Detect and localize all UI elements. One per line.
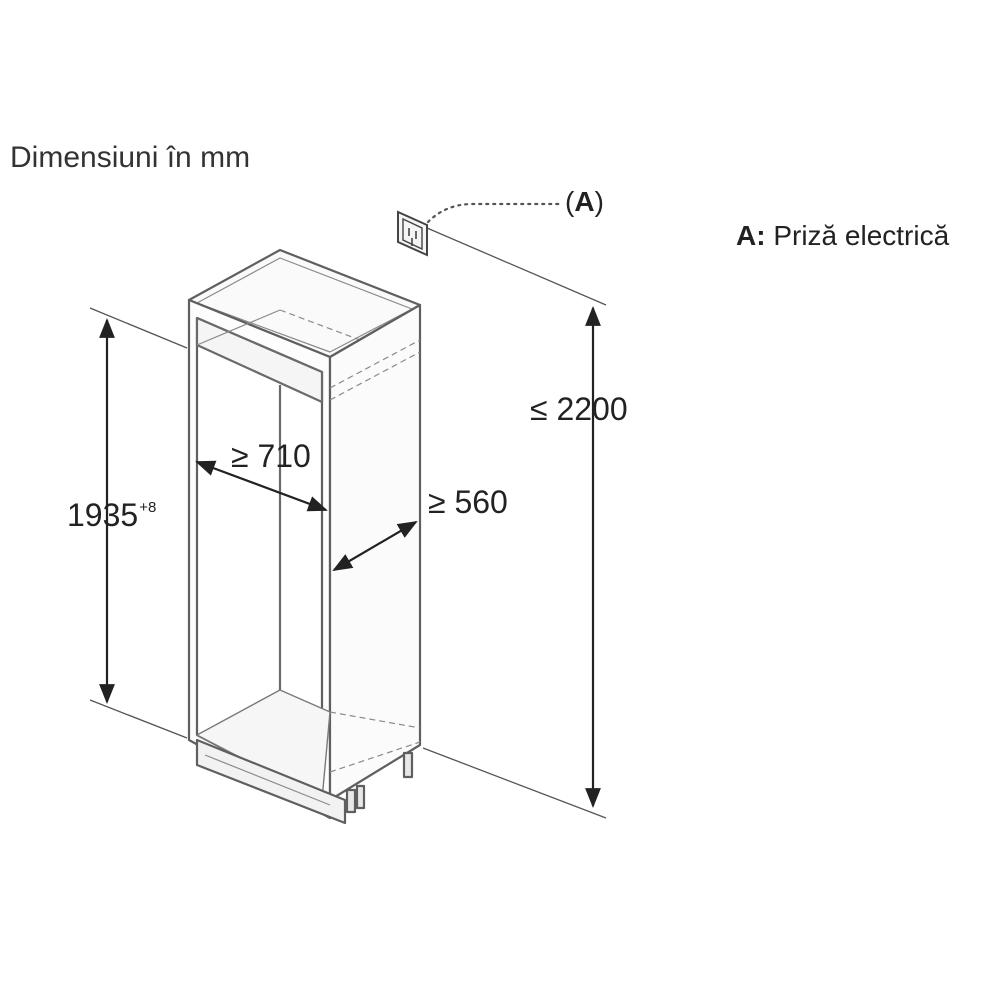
niche-height-value: 1935 <box>67 497 139 533</box>
page-title: Dimensiuni în mm <box>10 141 251 174</box>
depth-arrow <box>195 460 328 512</box>
cabinet-housing <box>187 248 422 825</box>
callout-leader <box>426 202 564 224</box>
outlet-callout-label: (A) <box>565 188 604 216</box>
callout-open: ( <box>565 186 575 217</box>
legend-text: Priză electrică <box>765 220 950 251</box>
extension-lines <box>89 227 607 819</box>
height-max-label: ≤ 2200 <box>530 391 628 427</box>
width-arrow <box>332 520 418 572</box>
callout-close: ) <box>594 186 604 217</box>
electrical-socket-icon <box>397 210 428 257</box>
legend-key: A: <box>736 220 766 251</box>
width-min-label: ≥ 560 <box>428 484 508 520</box>
legend: A: Priză electrică <box>736 222 949 250</box>
dimension-arrows <box>99 306 601 808</box>
niche-height-label: 1935+8 <box>67 499 156 531</box>
callout-letter: A <box>574 186 595 217</box>
depth-min-label: ≥ 710 <box>231 438 311 474</box>
niche-height-tolerance: +8 <box>139 499 157 516</box>
